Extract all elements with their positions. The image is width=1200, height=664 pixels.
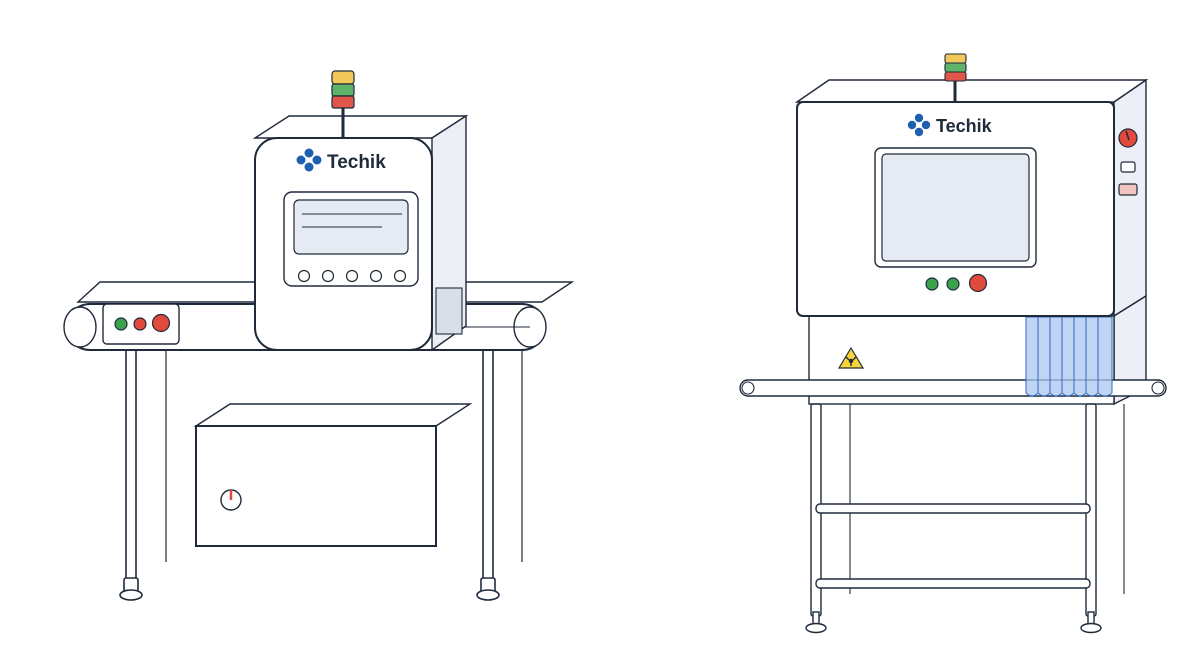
upper-crossbar xyxy=(815,503,1091,514)
radiation-warning-icon xyxy=(837,346,865,369)
keypad-button[interactable] xyxy=(297,269,311,283)
keypad-button[interactable] xyxy=(393,269,407,283)
right-foot-stem xyxy=(1087,611,1095,625)
emergency-stop-button[interactable] xyxy=(151,313,171,333)
cabinet-top xyxy=(193,403,473,427)
red-lamp xyxy=(331,95,355,109)
right-roller xyxy=(1151,381,1165,395)
side-switch-pink[interactable] xyxy=(1118,183,1138,196)
keypad-button[interactable] xyxy=(369,269,383,283)
emergency-stop-button[interactable] xyxy=(968,273,988,293)
reset-button[interactable] xyxy=(946,277,960,291)
left-foot-pad xyxy=(119,589,143,601)
touch-screen[interactable] xyxy=(881,153,1030,262)
table-legs xyxy=(119,347,523,601)
signal-tower xyxy=(944,53,967,102)
lead-curtain xyxy=(1025,316,1113,397)
left-foot-stem xyxy=(812,611,820,625)
xray-inspection-machine: Techik xyxy=(739,53,1167,634)
brand-logo: Techik xyxy=(907,113,993,137)
lower-crossbar xyxy=(815,578,1091,589)
red-lamp xyxy=(944,71,967,82)
head-unit-top xyxy=(252,115,469,139)
green-lamp xyxy=(944,62,967,73)
left-foot-pad xyxy=(805,622,827,634)
left-roller xyxy=(63,306,97,348)
start-button[interactable] xyxy=(925,277,939,291)
right-foot-pad xyxy=(476,589,500,601)
signal-tower xyxy=(331,70,355,138)
right-foot-pad xyxy=(1080,622,1102,634)
upper-body-side xyxy=(1113,78,1147,318)
yellow-lamp xyxy=(331,70,355,85)
knob-indicator xyxy=(1125,130,1130,141)
yellow-lamp xyxy=(944,53,967,64)
keypad-buttons xyxy=(297,269,407,283)
lower-cabinet xyxy=(195,425,437,547)
front-right-leg xyxy=(482,347,494,585)
conveyor-inspection-machine: Techik xyxy=(63,70,575,601)
brand-logo: Techik xyxy=(296,148,386,173)
brand-name: Techik xyxy=(936,116,993,136)
side-switch-white[interactable] xyxy=(1120,161,1136,173)
side-access-window xyxy=(435,287,463,335)
logo-icon xyxy=(296,148,322,172)
upper-body-top xyxy=(794,79,1149,103)
start-button[interactable] xyxy=(114,317,128,331)
keypad-button[interactable] xyxy=(345,269,359,283)
stop-button[interactable] xyxy=(133,317,147,331)
keypad-button[interactable] xyxy=(321,269,335,283)
green-lamp xyxy=(331,83,355,97)
front-left-leg xyxy=(125,347,137,585)
table-legs xyxy=(805,403,1125,634)
left-roller xyxy=(741,381,755,395)
brand-name: Techik xyxy=(327,152,386,173)
logo-icon xyxy=(907,113,931,137)
conveyor-control-panel xyxy=(102,303,180,345)
